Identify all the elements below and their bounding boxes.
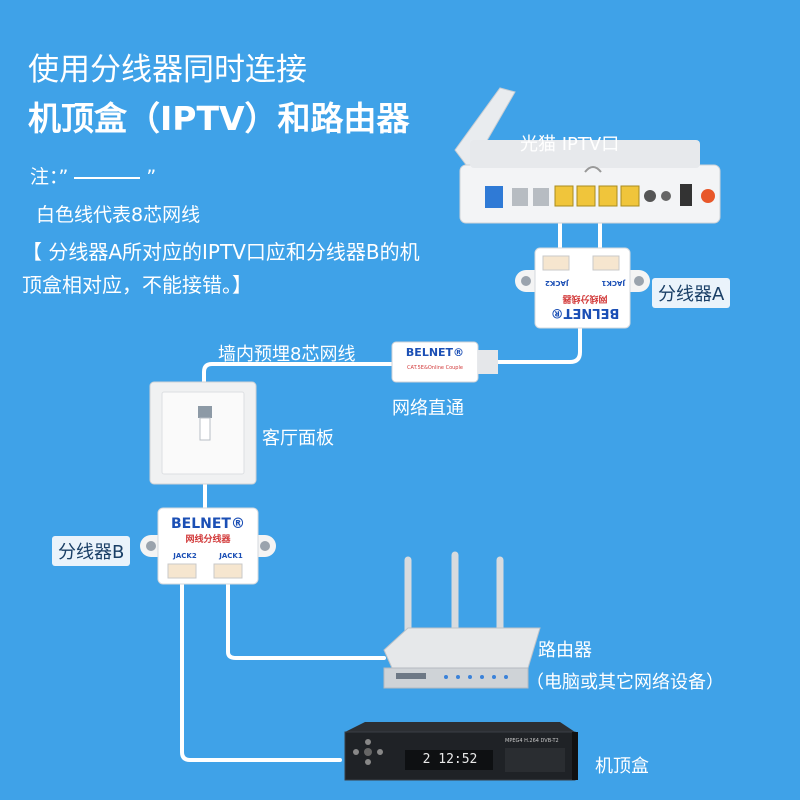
splitter-b-jacks: JACK2 JACK1 — [162, 548, 254, 564]
coupler-brand-text: BELNET® — [405, 346, 465, 359]
cable-splitter-b-router — [226, 580, 386, 660]
splitter-a-brand: BELNET® 网线分线器 JACK1 JACK2 — [545, 275, 625, 320]
note-open-quote: ” — [58, 166, 69, 188]
network-coupler — [391, 341, 498, 383]
label-splitter-a: 分线器A — [652, 278, 731, 308]
coupler-brand: BELNET® CAT.5E&Online Couple — [400, 346, 470, 371]
cable-splitter-b-stb — [180, 580, 342, 762]
set-top-box — [344, 722, 578, 781]
splitter-a-jack2: JACK2 — [545, 279, 569, 287]
stb-display: 2 12:52 — [422, 752, 478, 767]
note-legend: 注：”” — [30, 162, 156, 189]
note-white-line: 白色线代表8芯网线 — [36, 204, 201, 226]
splitter-a-jack1: JACK1 — [601, 279, 625, 287]
label-modem-iptv: 光猫 IPTV口 — [520, 134, 620, 155]
coupler-sub-text: CAT.5E&Online Couple — [407, 365, 463, 371]
label-router-sub: （电脑或其它网络设备） — [526, 672, 724, 693]
page-title-line2: 机顶盒（IPTV）和路由器 — [28, 99, 410, 138]
splitter-a — [515, 247, 650, 329]
label-wall-panel: 客厅面板 — [262, 428, 334, 449]
page-title-line1: 使用分线器同时连接 — [28, 52, 307, 88]
splitter-b-brand-text: BELNET® — [171, 516, 245, 532]
label-wall-cable: 墙内预埋8芯网线 — [218, 344, 356, 365]
label-splitter-b: 分线器B — [52, 536, 131, 566]
splitter-a-cn-text: 网线分线器 — [562, 293, 608, 303]
label-coupler: 网络直通 — [392, 398, 464, 419]
cable-splitter-a-coupler — [496, 323, 582, 364]
optical-modem — [454, 87, 721, 224]
splitter-b-brand: BELNET® 网线分线器 JACK2 JACK1 — [162, 516, 254, 564]
white-line-sample — [74, 176, 141, 179]
splitter-b-cn-text: 网线分线器 — [185, 535, 231, 545]
splitter-b — [140, 507, 276, 585]
splitter-b-jack2: JACK2 — [173, 552, 197, 560]
wall-panel — [149, 381, 257, 485]
cable-wall-embedded — [202, 362, 394, 386]
note-warning: 【 分线器A所对应的IPTV口应和分线器B的机顶盒相对应，不能接错。】 — [22, 240, 420, 297]
label-router: 路由器 — [538, 640, 592, 661]
stb-brand-text: MPEG4 H.264 DVB-T2 — [505, 738, 559, 744]
note-close-quote: ” — [146, 166, 157, 188]
label-stb: 机顶盒 — [595, 756, 649, 777]
splitter-b-jack1: JACK1 — [219, 552, 243, 560]
note-prefix: 注： — [30, 166, 59, 188]
splitter-a-jacks: JACK1 JACK2 — [545, 275, 625, 290]
splitter-a-brand-text: BELNET® — [550, 305, 620, 320]
router — [383, 551, 541, 689]
